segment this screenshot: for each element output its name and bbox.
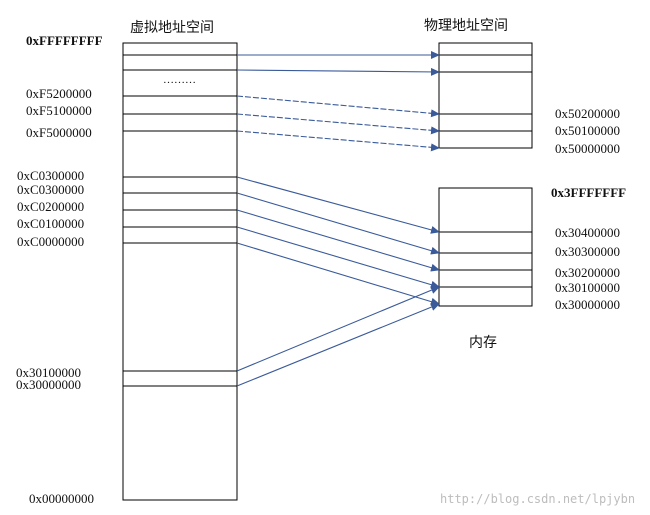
virtual-space-title: 虚拟地址空间 xyxy=(130,20,214,36)
physical-addr-label: 0x50000000 xyxy=(555,141,620,156)
virtual-addr-label: 0x30000000 xyxy=(16,377,81,392)
virtual-addr-label: 0xFFFFFFFF xyxy=(26,33,103,48)
mapping-arrow xyxy=(236,286,440,372)
physical-addr-label: 0x50200000 xyxy=(555,106,620,121)
watermark: http://blog.csdn.net/lpjybn xyxy=(440,492,636,506)
mapping-arrow xyxy=(236,242,440,306)
mapping-arrow xyxy=(236,209,440,272)
virtual-addr-label: 0xC0100000 xyxy=(17,216,85,231)
virtual-addr-label: 0xC0200000 xyxy=(17,199,85,214)
virtual-addr-label: 0xF5000000 xyxy=(26,125,92,140)
physical-addr-label: 0x30100000 xyxy=(555,280,620,295)
physical-space-title: 物理地址空间 xyxy=(424,18,508,34)
virtual-addr-label: 0xF5100000 xyxy=(26,103,92,118)
physical-io-block xyxy=(438,42,533,149)
virtual-addr-label: 0x00000000 xyxy=(29,491,94,506)
virtual-addr-label: 0xC0300000 xyxy=(17,182,85,197)
physical-addr-label: 0x30300000 xyxy=(555,244,620,259)
memory-title: 内存 xyxy=(469,335,497,351)
mapping-arrow xyxy=(236,130,440,152)
mapping-arrow xyxy=(236,192,440,255)
mapping-arrow xyxy=(236,95,440,118)
virtual-address-column xyxy=(122,42,238,501)
virtual-addr-label: 0xC0300000 xyxy=(17,168,85,183)
physical-addr-label: 0x3FFFFFFF xyxy=(551,185,627,200)
mapping-arrow xyxy=(236,176,440,234)
physical-addr-label: 0x30000000 xyxy=(555,297,620,312)
virtual-addr-label: 0xC0000000 xyxy=(17,234,85,249)
physical-addr-label: 0x30400000 xyxy=(555,225,620,240)
physical-addr-label: 0x50100000 xyxy=(555,123,620,138)
virtual-addr-label: 0x30100000 xyxy=(16,365,81,380)
ellipsis-text: ……… xyxy=(163,74,196,86)
mapping-arrow xyxy=(236,226,440,289)
physical-memory-block xyxy=(438,187,533,307)
physical-addr-label: 0x30200000 xyxy=(555,265,620,280)
mapping-arrow xyxy=(236,67,440,76)
mapping-arrow xyxy=(236,303,440,387)
virtual-addr-label: 0xF5200000 xyxy=(26,86,92,101)
mapping-arrow xyxy=(236,113,440,135)
